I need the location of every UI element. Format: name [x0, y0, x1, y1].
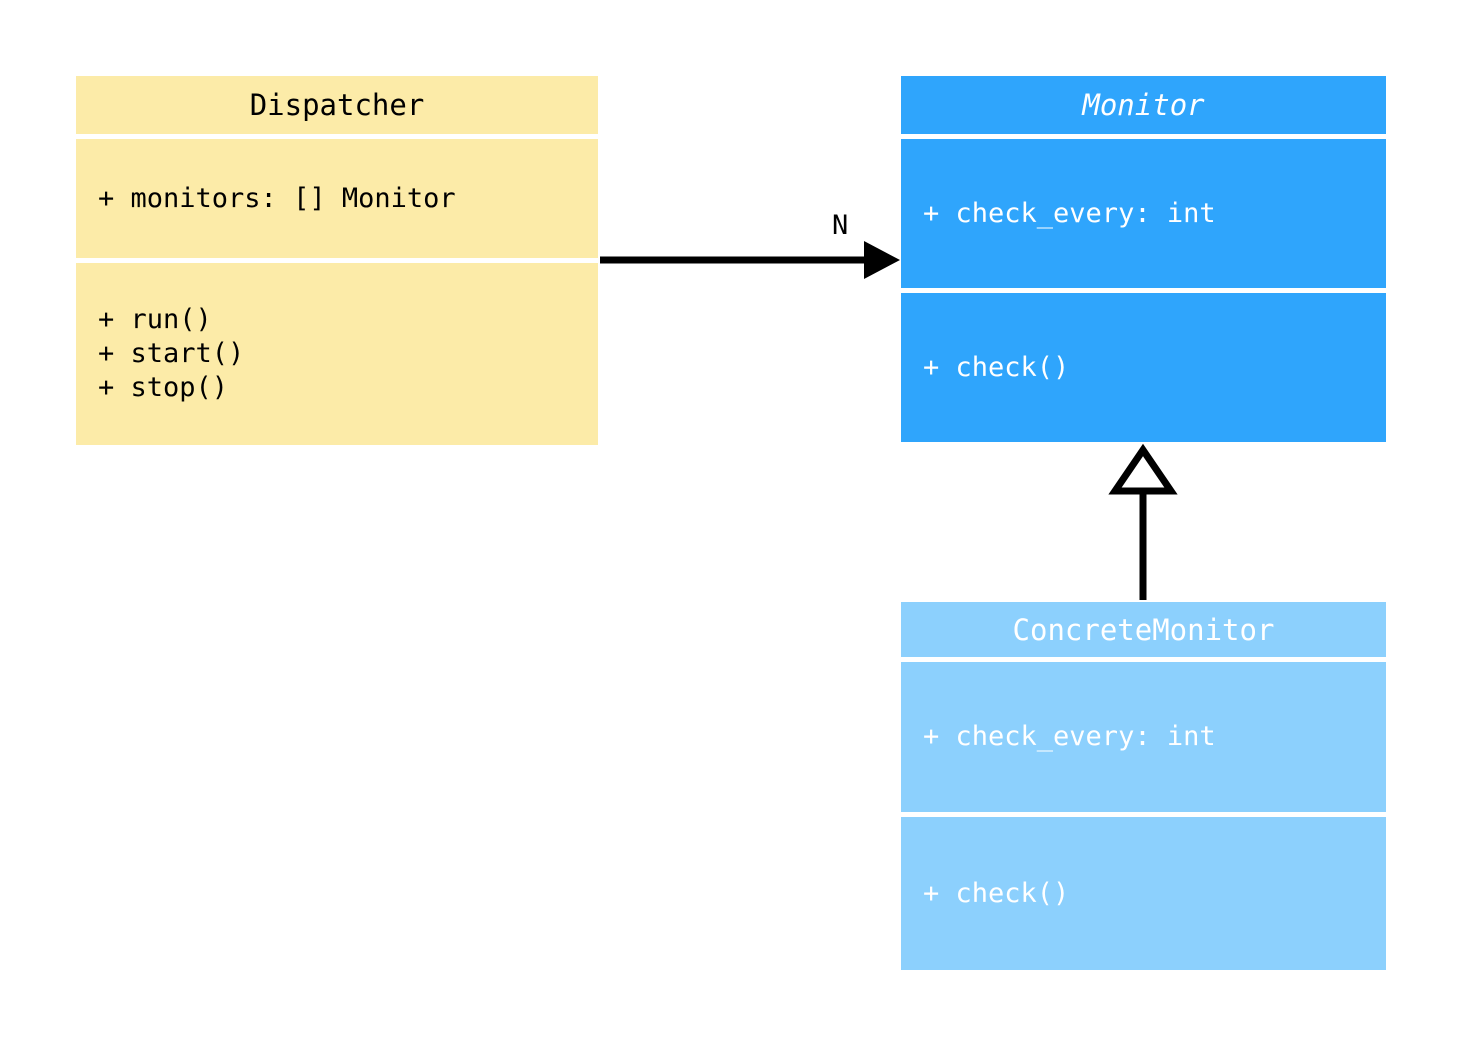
- hollow-triangle-arrowhead: [1108, 443, 1178, 495]
- attribute-row: + check_every: int: [923, 721, 1216, 753]
- class-name-dispatcher: Dispatcher: [249, 88, 425, 122]
- class-header-dispatcher: Dispatcher: [76, 76, 598, 134]
- class-methods-dispatcher: + run() + start() + stop(): [76, 263, 598, 445]
- class-attributes-dispatcher: + monitors: [] Monitor: [76, 139, 598, 258]
- generalization-concrete-monitor: [1108, 443, 1178, 600]
- class-methods-concrete-monitor: + check(): [901, 817, 1386, 970]
- filled-triangle-arrowhead: [864, 241, 900, 279]
- class-box-concrete-monitor[interactable]: ConcreteMonitor + check_every: int + che…: [901, 602, 1386, 970]
- class-box-monitor[interactable]: Monitor + check_every: int + check(): [901, 76, 1386, 442]
- class-name-concrete-monitor: ConcreteMonitor: [1012, 612, 1275, 647]
- class-attributes-concrete-monitor: + check_every: int: [901, 662, 1386, 812]
- attribute-row: + check_every: int: [923, 197, 1216, 229]
- association-dispatcher-monitor: [600, 241, 900, 279]
- association-multiplicity-label: N: [832, 210, 849, 241]
- class-header-concrete-monitor: ConcreteMonitor: [901, 602, 1386, 657]
- class-attributes-monitor: + check_every: int: [901, 139, 1386, 288]
- method-row: + check(): [923, 351, 1070, 383]
- method-row: + stop(): [98, 371, 229, 403]
- attribute-row: + monitors: [] Monitor: [98, 182, 456, 214]
- method-row: + run(): [98, 304, 212, 336]
- method-row: + start(): [98, 338, 245, 370]
- class-methods-monitor: + check(): [901, 293, 1386, 442]
- class-header-monitor: Monitor: [901, 76, 1386, 134]
- method-row: + check(): [923, 877, 1070, 909]
- class-name-monitor: Monitor: [1082, 88, 1205, 122]
- class-box-dispatcher[interactable]: Dispatcher + monitors: [] Monitor + run(…: [76, 76, 598, 445]
